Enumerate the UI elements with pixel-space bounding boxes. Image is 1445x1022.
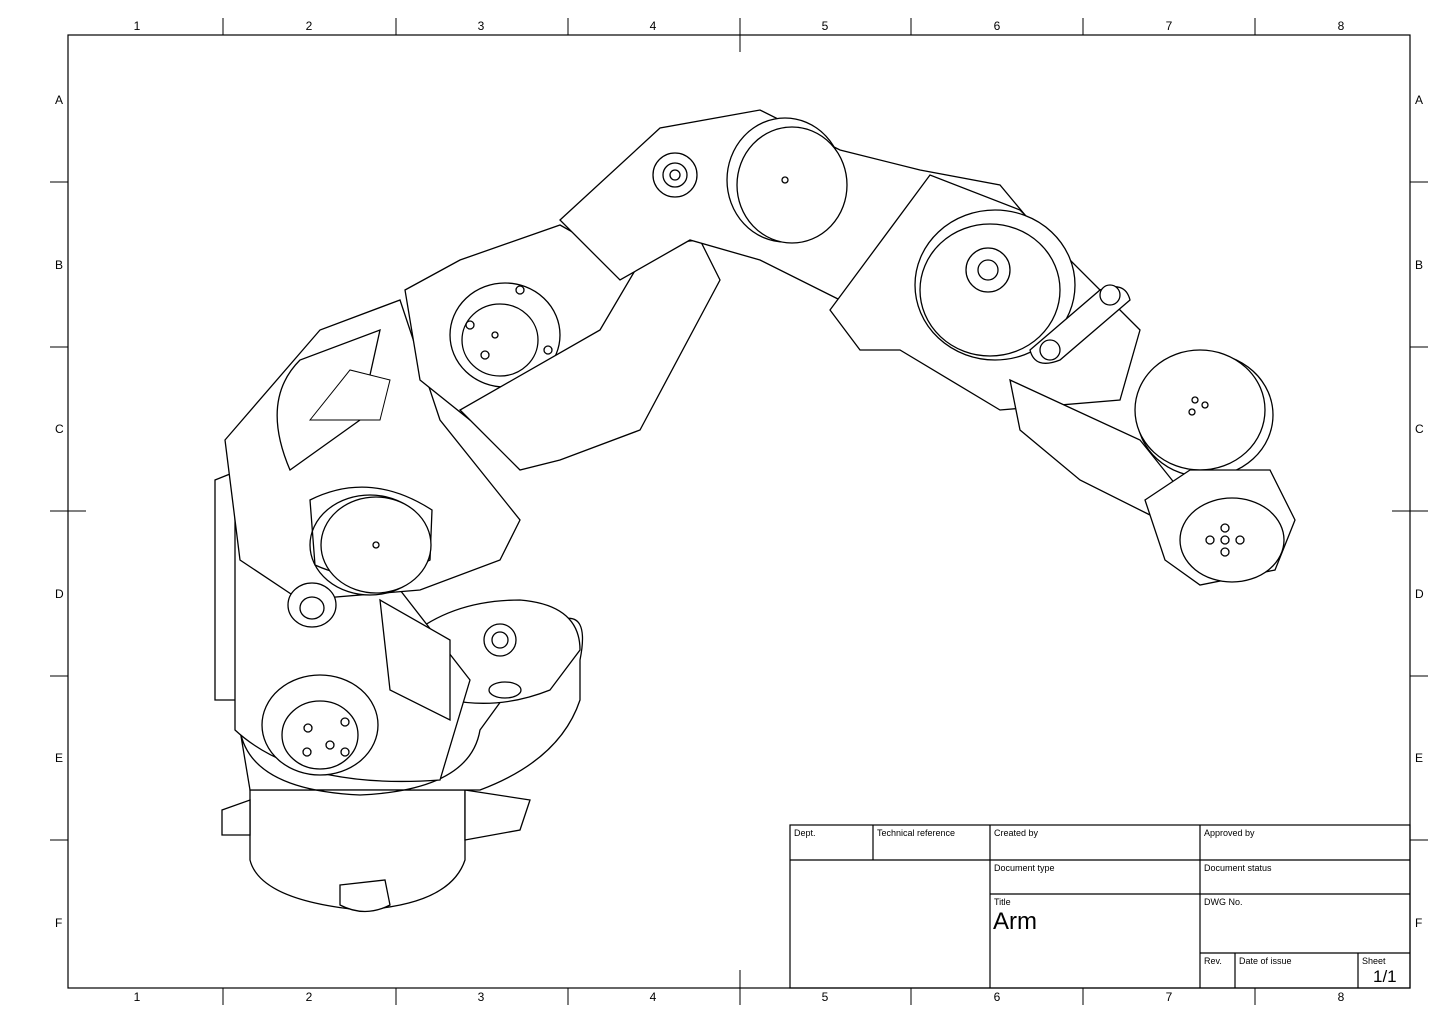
robot-arm-drawing — [214, 109, 1296, 913]
title-value: Arm — [993, 908, 1037, 935]
column-label: 5 — [821, 19, 829, 33]
row-label: B — [1415, 258, 1424, 272]
column-label: 1 — [133, 19, 141, 33]
column-label: 7 — [1165, 19, 1173, 33]
title-block-grid — [789, 824, 1411, 989]
title-label: Title — [994, 897, 1011, 907]
approved-by-label: Approved by — [1204, 828, 1255, 838]
row-label: F — [55, 916, 63, 930]
technical-reference-label: Technical reference — [877, 828, 956, 838]
dwg-no-label: DWG No. — [1204, 897, 1243, 907]
column-label: 8 — [1337, 990, 1345, 1004]
row-label: E — [55, 751, 64, 765]
row-label: C — [55, 422, 64, 436]
date-of-issue-label: Date of issue — [1239, 956, 1292, 966]
column-label: 5 — [821, 990, 829, 1004]
row-label: D — [1415, 587, 1424, 601]
row-label: C — [1415, 422, 1424, 436]
column-label: 4 — [649, 990, 657, 1004]
column-label: 6 — [993, 19, 1001, 33]
column-label: 7 — [1165, 990, 1173, 1004]
row-label: D — [55, 587, 64, 601]
rev-label: Rev. — [1204, 956, 1222, 966]
row-label: B — [55, 258, 64, 272]
created-by-label: Created by — [994, 828, 1039, 838]
dept-label: Dept. — [794, 828, 816, 838]
column-label: 8 — [1337, 19, 1345, 33]
row-label: F — [1415, 916, 1423, 930]
column-label: 4 — [649, 19, 657, 33]
column-label: 6 — [993, 990, 1001, 1004]
row-label: A — [55, 93, 64, 107]
row-label: A — [1415, 93, 1424, 107]
column-label: 1 — [133, 990, 141, 1004]
sheet-value: 1/1 — [1373, 967, 1397, 986]
row-label: E — [1415, 751, 1424, 765]
document-type-label: Document type — [994, 863, 1055, 873]
column-label: 3 — [477, 990, 485, 1004]
column-label: 2 — [305, 990, 313, 1004]
document-status-label: Document status — [1204, 863, 1272, 873]
column-label: 2 — [305, 19, 313, 33]
sheet-label: Sheet — [1362, 956, 1386, 966]
column-label: 3 — [477, 19, 485, 33]
